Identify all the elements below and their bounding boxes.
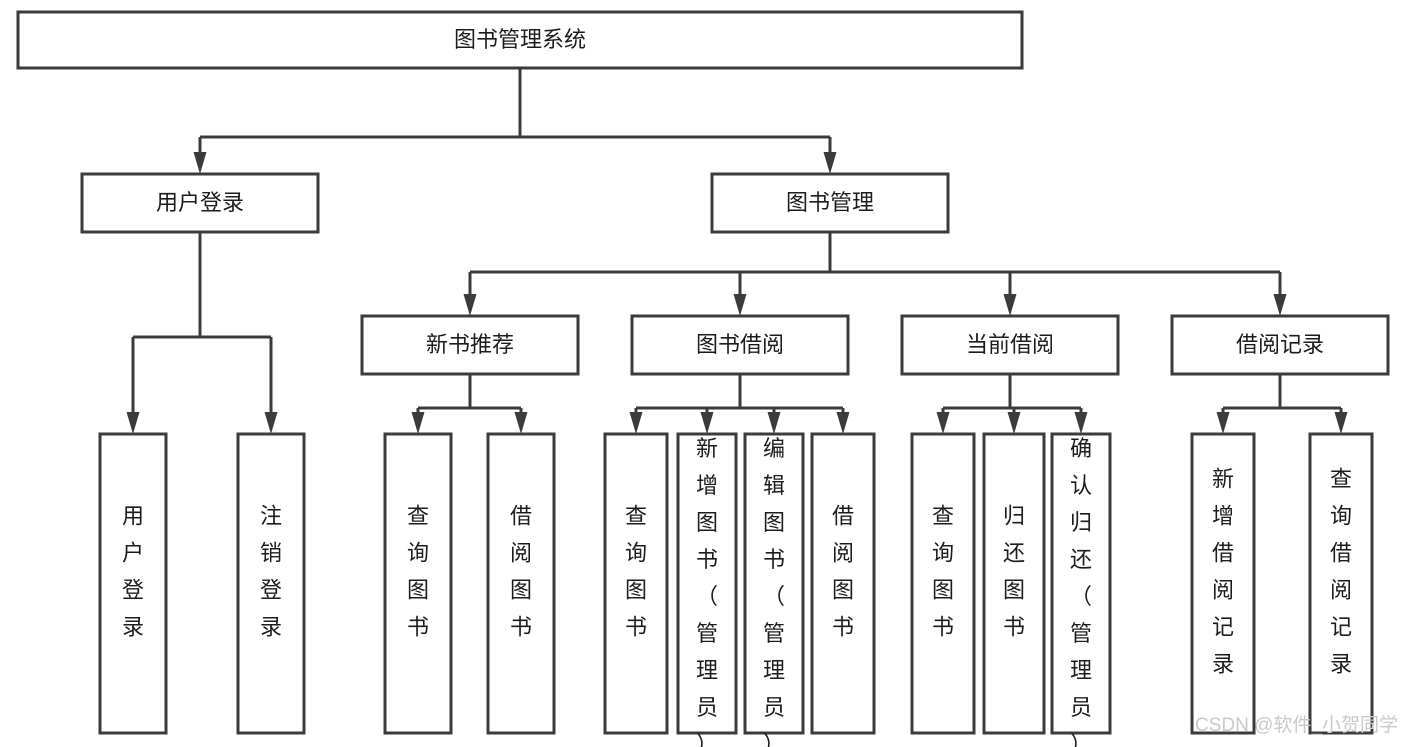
node-label-leaf-borrow-book: 借阅图书 xyxy=(832,504,854,640)
edge-group-root xyxy=(193,68,837,174)
node-label-borrow-record: 借阅记录 xyxy=(1236,332,1324,357)
arrow-head-leaf-borrow-book-rec xyxy=(514,412,528,434)
node-leaf-query-book-rec[interactable]: 查询图书 xyxy=(383,432,453,735)
node-label-leaf-user-login: 用户登录 xyxy=(122,504,144,640)
csdn-watermark: CSDN @软件_小贺同学 xyxy=(1195,714,1398,736)
node-label-book-borrow: 图书借阅 xyxy=(696,332,784,357)
node-box-leaf-query-record[interactable] xyxy=(1308,432,1374,735)
arrow-head-leaf-user-login xyxy=(126,412,140,434)
node-box-leaf-query-book[interactable] xyxy=(603,432,669,735)
node-label-leaf-query-book: 查询图书 xyxy=(625,504,647,640)
node-leaf-return-book[interactable]: 归还图书 xyxy=(982,432,1046,735)
arrow-head-borrow-record xyxy=(1273,294,1287,316)
node-label-leaf-confirm-return: 确认归还（管理员） xyxy=(1070,436,1092,747)
node-box-leaf-query-book-rec[interactable] xyxy=(383,432,453,735)
arrow-head-leaf-add-record xyxy=(1216,412,1230,434)
node-new-book-rec[interactable]: 新书推荐 xyxy=(360,314,580,376)
node-box-user-login[interactable] xyxy=(80,172,320,234)
node-leaf-add-record[interactable]: 新增借阅记录 xyxy=(1190,432,1256,735)
node-box-borrow-record[interactable] xyxy=(1170,314,1390,376)
arrow-head-leaf-query-book-rec xyxy=(411,412,425,434)
edge-group-current-borrow xyxy=(936,374,1088,434)
arrow-head-user-login xyxy=(193,152,207,174)
node-label-leaf-query-book-cur: 查询图书 xyxy=(932,504,954,640)
node-user-login[interactable]: 用户登录 xyxy=(80,172,320,234)
node-leaf-edit-book[interactable]: 编辑图书（管理员） xyxy=(743,432,805,747)
node-label-leaf-user-logout: 注销登录 xyxy=(260,504,282,640)
node-label-leaf-query-book-rec: 查询图书 xyxy=(407,504,429,640)
node-box-book-manage[interactable] xyxy=(710,172,950,234)
arrow-head-leaf-query-book-cur xyxy=(936,412,950,434)
node-label-leaf-edit-book: 编辑图书（管理员） xyxy=(763,436,785,747)
node-leaf-user-login[interactable]: 用户登录 xyxy=(98,432,168,735)
node-leaf-borrow-book-rec[interactable]: 借阅图书 xyxy=(486,432,556,735)
node-label-book-manage: 图书管理 xyxy=(786,190,874,215)
node-leaf-confirm-return[interactable]: 确认归还（管理员） xyxy=(1050,432,1112,747)
arrow-head-leaf-query-record xyxy=(1334,412,1348,434)
edge-group-book-manage xyxy=(463,232,1287,316)
arrow-head-new-book-rec xyxy=(463,294,477,316)
node-label-user-login: 用户登录 xyxy=(156,190,244,215)
node-leaf-query-book-cur[interactable]: 查询图书 xyxy=(910,432,976,735)
nodes-layer: 图书管理系统用户登录图书管理新书推荐图书借阅当前借阅借阅记录用户登录注销登录查询… xyxy=(16,10,1390,747)
node-borrow-record[interactable]: 借阅记录 xyxy=(1170,314,1390,376)
node-box-leaf-borrow-book-rec[interactable] xyxy=(486,432,556,735)
node-box-leaf-query-book-cur[interactable] xyxy=(910,432,976,735)
edge-group-book-borrow xyxy=(629,374,850,434)
node-leaf-query-record[interactable]: 查询借阅记录 xyxy=(1308,432,1374,735)
node-label-leaf-return-book: 归还图书 xyxy=(1003,504,1025,640)
node-leaf-add-book[interactable]: 新增图书（管理员） xyxy=(676,432,738,747)
node-leaf-query-book[interactable]: 查询图书 xyxy=(603,432,669,735)
node-box-leaf-confirm-return[interactable] xyxy=(1050,432,1112,735)
node-label-root: 图书管理系统 xyxy=(454,27,586,52)
node-label-current-borrow: 当前借阅 xyxy=(966,332,1054,357)
node-book-borrow[interactable]: 图书借阅 xyxy=(630,314,850,376)
node-leaf-borrow-book[interactable]: 借阅图书 xyxy=(810,432,876,735)
arrow-head-book-manage xyxy=(823,152,837,174)
arrow-head-leaf-query-book xyxy=(629,412,643,434)
edge-group-new-book-rec xyxy=(411,374,528,434)
arrow-head-leaf-user-logout xyxy=(264,412,278,434)
arrow-head-book-borrow xyxy=(733,294,747,316)
arrow-head-leaf-confirm-return xyxy=(1074,412,1088,434)
node-box-current-borrow[interactable] xyxy=(900,314,1120,376)
node-root[interactable]: 图书管理系统 xyxy=(16,10,1024,70)
node-box-leaf-return-book[interactable] xyxy=(982,432,1046,735)
node-label-leaf-add-book: 新增图书（管理员） xyxy=(696,436,718,747)
node-box-leaf-add-record[interactable] xyxy=(1190,432,1256,735)
edges-layer xyxy=(126,68,1348,434)
node-box-book-borrow[interactable] xyxy=(630,314,850,376)
node-box-leaf-user-logout[interactable] xyxy=(236,432,306,735)
node-box-new-book-rec[interactable] xyxy=(360,314,580,376)
edge-group-user-login xyxy=(126,232,278,434)
node-box-leaf-user-login[interactable] xyxy=(98,432,168,735)
node-box-leaf-edit-book[interactable] xyxy=(743,432,805,735)
arrow-head-leaf-return-book xyxy=(1007,412,1021,434)
node-box-leaf-add-book[interactable] xyxy=(676,432,738,735)
node-label-leaf-query-record: 查询借阅记录 xyxy=(1330,467,1352,677)
node-box-root[interactable] xyxy=(16,10,1024,70)
arrow-head-leaf-borrow-book xyxy=(836,412,850,434)
node-label-new-book-rec: 新书推荐 xyxy=(426,332,514,357)
node-book-manage[interactable]: 图书管理 xyxy=(710,172,950,234)
node-leaf-user-logout[interactable]: 注销登录 xyxy=(236,432,306,735)
node-label-leaf-add-record: 新增借阅记录 xyxy=(1212,467,1234,677)
node-current-borrow[interactable]: 当前借阅 xyxy=(900,314,1120,376)
node-label-leaf-borrow-book-rec: 借阅图书 xyxy=(510,504,532,640)
node-box-leaf-borrow-book[interactable] xyxy=(810,432,876,735)
edge-group-borrow-record xyxy=(1216,374,1348,434)
arrow-head-leaf-add-book xyxy=(700,412,714,434)
arrow-head-current-borrow xyxy=(1003,294,1017,316)
arrow-head-leaf-edit-book xyxy=(767,412,781,434)
